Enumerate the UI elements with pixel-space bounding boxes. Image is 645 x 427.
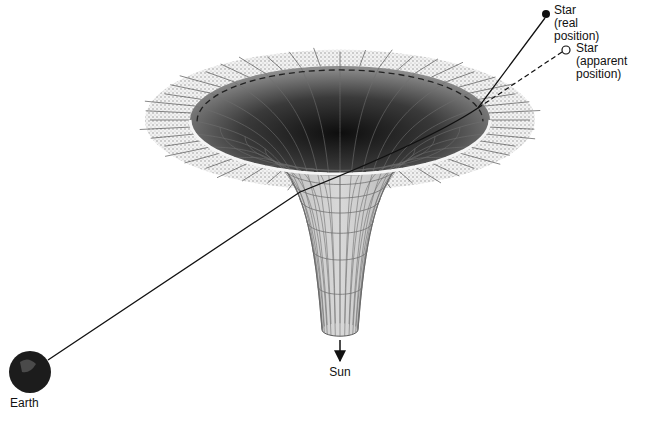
earth-label: Earth — [10, 397, 70, 410]
grid-line — [195, 106, 323, 328]
grid-line — [185, 153, 221, 163]
grid-line — [164, 141, 201, 147]
grid-line — [314, 48, 321, 67]
grid-line — [340, 52, 341, 66]
grid-line — [190, 120, 322, 330]
grid-line — [210, 93, 324, 326]
grid-line — [356, 147, 470, 333]
grid-line — [485, 102, 529, 106]
sun-label: Sun — [310, 366, 370, 379]
grid-line — [415, 167, 441, 183]
grid-line — [459, 153, 500, 164]
star-label: Star (apparent position) — [576, 42, 634, 81]
grid-line — [489, 111, 541, 113]
grid-line — [379, 50, 392, 68]
spacetime-funnel — [140, 48, 541, 336]
grid-line — [397, 170, 412, 183]
grid-line — [289, 52, 301, 68]
grid-line — [267, 170, 282, 183]
grid-line — [353, 157, 446, 334]
light-ray — [48, 18, 545, 360]
grid-line — [446, 72, 474, 82]
grid-line — [170, 85, 210, 93]
grid-line — [479, 94, 516, 100]
grid-line — [234, 82, 327, 325]
grid-line — [145, 101, 195, 106]
grid-line — [353, 82, 446, 325]
grid-line — [265, 73, 331, 324]
sun-arrow — [339, 340, 341, 361]
grid-line — [195, 134, 323, 331]
grid-line — [217, 163, 249, 178]
grid-line — [489, 127, 535, 129]
grid-line — [397, 57, 412, 70]
grid-line — [242, 167, 265, 181]
grid-line — [356, 93, 470, 326]
star-apparent — [562, 46, 570, 54]
star-label: Star (real position) — [554, 4, 601, 43]
grid-line — [479, 141, 516, 147]
grid-line — [358, 120, 490, 330]
rim-dashed — [197, 70, 483, 121]
grid-line — [301, 68, 335, 324]
rim-front — [190, 120, 490, 174]
grid-line — [267, 57, 282, 70]
grid-line — [151, 134, 195, 138]
grid-line — [357, 134, 485, 331]
grid-line — [234, 157, 327, 334]
grid-line — [490, 120, 530, 121]
grid-line — [206, 72, 234, 82]
grid-line — [164, 94, 201, 100]
grid-line — [340, 66, 341, 323]
grid-line — [431, 163, 459, 176]
grid-line — [146, 111, 192, 113]
grid-line — [165, 147, 210, 156]
earth-globe — [9, 351, 51, 393]
apparent-ray — [478, 52, 562, 108]
grid-line — [150, 120, 190, 121]
grid-line — [140, 127, 192, 129]
grid-line — [446, 158, 474, 168]
grid-line — [221, 64, 249, 77]
grid-line — [239, 57, 265, 73]
grid-line — [360, 50, 366, 66]
earth-continent — [20, 359, 36, 372]
grid-line — [431, 62, 463, 77]
star-real — [542, 10, 550, 18]
grid-line — [485, 134, 535, 139]
grid-line — [206, 158, 234, 168]
grid-line — [415, 59, 438, 73]
grid-line — [459, 77, 495, 87]
grid-line — [470, 147, 510, 155]
grid-line — [180, 76, 221, 87]
